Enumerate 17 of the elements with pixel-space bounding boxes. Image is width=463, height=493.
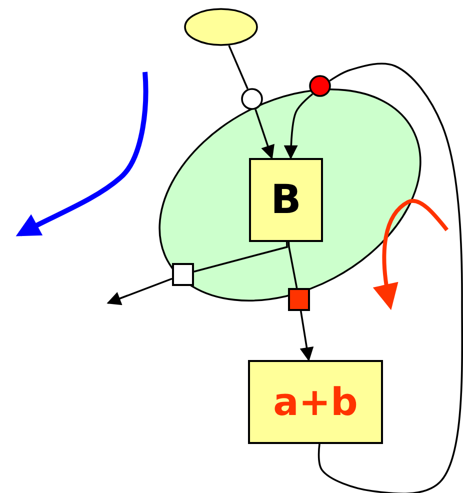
start-ellipse	[184, 8, 258, 46]
port-circle	[309, 75, 331, 97]
node-label: B	[270, 180, 302, 220]
arrow	[106, 278, 172, 306]
connector-line	[228, 45, 248, 90]
arrow	[254, 109, 274, 160]
connector-line	[194, 242, 288, 272]
connector-line	[318, 62, 463, 493]
process-box	[249, 158, 323, 242]
node-label: a+b	[273, 383, 358, 421]
arrow	[300, 310, 314, 362]
region-ellipse	[158, 88, 422, 302]
process-box	[248, 360, 383, 444]
connector-line	[288, 242, 298, 288]
port-circle	[241, 88, 263, 110]
port-square	[288, 288, 310, 311]
arrow	[284, 93, 314, 160]
